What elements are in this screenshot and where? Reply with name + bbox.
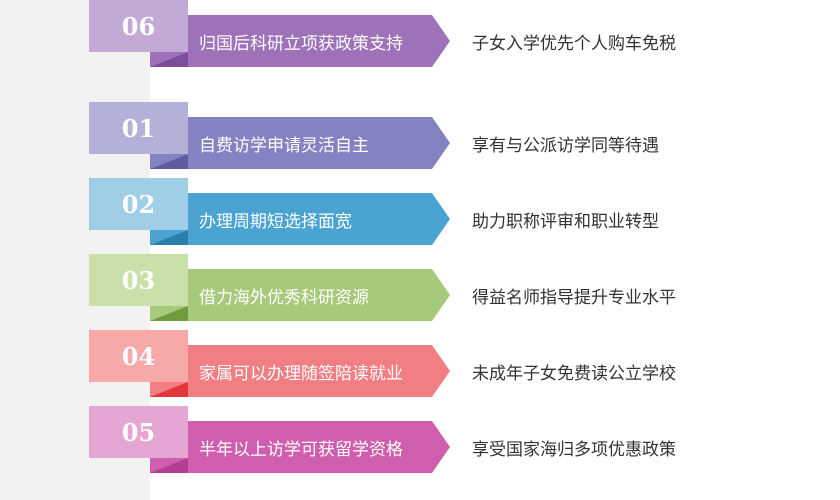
benefit-label: 享有与公派访学同等待遇 xyxy=(472,135,659,156)
policy-label: 归国后科研立项获政策支持 xyxy=(199,33,403,54)
ribbon-arrow xyxy=(150,117,450,169)
benefit-label: 助力职称评审和职业转型 xyxy=(472,211,659,232)
benefit-label: 未成年子女免费读公立学校 xyxy=(472,363,676,384)
list-item-4: 04 家属可以办理随签陪读就业 未成年子女免费读公立学校 xyxy=(0,330,840,406)
benefit-label: 子女入学优先个人购车免税 xyxy=(472,33,676,54)
ribbon-arrow xyxy=(150,269,450,321)
ribbon-arrow xyxy=(150,193,450,245)
benefit-label: 得益名师指导提升专业水平 xyxy=(472,287,676,308)
list-item-3: 03 借力海外优秀科研资源 得益名师指导提升专业水平 xyxy=(0,254,840,330)
list-item-5: 05 半年以上访学可获留学资格 享受国家海归多项优惠政策 xyxy=(0,406,840,482)
list-item-6: 06 归国后科研立项获政策支持 子女入学优先个人购车免税 xyxy=(0,0,840,76)
step-number-badge: 01 xyxy=(89,102,188,154)
policy-label: 借力海外优秀科研资源 xyxy=(199,287,369,308)
benefit-label: 享受国家海归多项优惠政策 xyxy=(472,439,676,460)
policy-label: 办理周期短选择面宽 xyxy=(199,211,352,232)
list-item-1: 01 自费访学申请灵活自主 享有与公派访学同等待遇 xyxy=(0,102,840,178)
policy-label: 家属可以办理随签陪读就业 xyxy=(199,363,403,384)
policy-label: 半年以上访学可获留学资格 xyxy=(199,439,403,460)
step-number-badge: 06 xyxy=(89,0,188,52)
step-number-badge: 02 xyxy=(89,178,188,230)
ribbon-arrow xyxy=(150,421,450,473)
ribbon-arrow xyxy=(150,345,450,397)
step-number-badge: 03 xyxy=(89,254,188,306)
step-number-badge: 05 xyxy=(89,406,188,458)
step-number-badge: 04 xyxy=(89,330,188,382)
ribbon-arrow xyxy=(150,15,450,67)
list-item-2: 02 办理周期短选择面宽 助力职称评审和职业转型 xyxy=(0,178,840,254)
policy-label: 自费访学申请灵活自主 xyxy=(199,135,369,156)
